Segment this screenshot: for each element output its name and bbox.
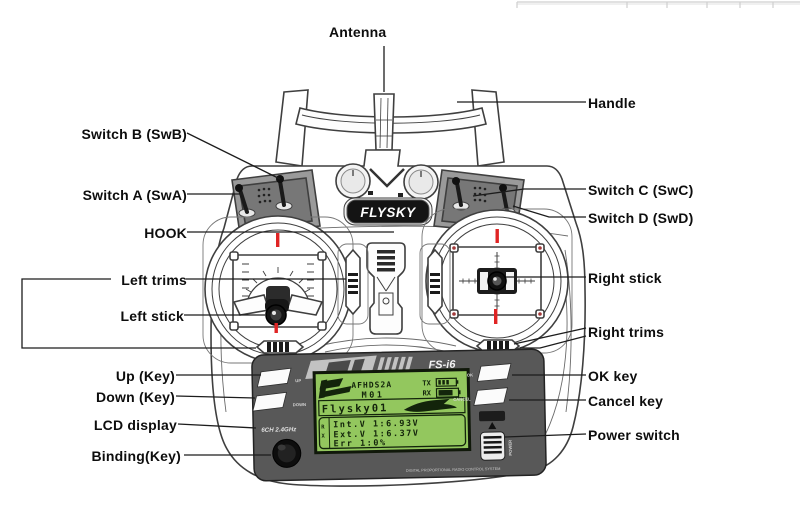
cancel-key-label: CANCEL [453, 396, 471, 401]
control-panel [251, 348, 547, 482]
left-stick-assembly [202, 215, 354, 364]
lcd-screen [312, 368, 472, 455]
lcd-protocol: AFHDS2A [351, 380, 392, 390]
right-vertical-trim [419, 243, 451, 325]
lcd-box-letter-2: X [321, 434, 325, 440]
leader-lines [21, 46, 587, 456]
lcd-row-1: Int.V 1:6.93V [333, 419, 419, 431]
callout-label-up-key: Up (Key) [115, 368, 175, 384]
grip-dots [257, 186, 487, 204]
lcd-model-name: Flysky01 [322, 402, 389, 415]
callout-label-lcd-display: LCD display [93, 417, 177, 433]
panel-bottom-text: DIGITAL PROPORTIONAL RADIO CONTROL SYSTE… [406, 467, 501, 473]
page-crop-artifact [516, 1, 800, 8]
up-key-label: UP [295, 378, 301, 383]
callout-label-cancel-key: Cancel key [588, 393, 664, 409]
stick-center-marks [274, 229, 499, 333]
cancel-key [473, 387, 508, 406]
left-vertical-trim [337, 243, 369, 325]
callout-label-antenna: Antenna [329, 24, 387, 40]
callout-label-binding-key: Binding(Key) [91, 448, 181, 464]
callout-label-left-stick: Left stick [120, 308, 184, 324]
band-label: 6CH 2.4GHz [261, 426, 297, 434]
airplane-icon [403, 398, 457, 412]
down-key-label: DOWN [293, 402, 306, 407]
ok-key-label: OK [467, 372, 473, 377]
callout-label-down-key: Down (Key) [96, 389, 175, 405]
up-key [256, 367, 292, 388]
binding-key [272, 438, 302, 468]
lcd-rx-label: RX [422, 389, 431, 397]
tx-signal-icon [435, 377, 459, 387]
model-text: FS-i6 [428, 359, 456, 372]
lcd-box-letter-1: R [321, 425, 325, 431]
callout-label-right-stick: Right stick [588, 270, 662, 286]
ok-key [476, 363, 512, 382]
power-switch [478, 410, 506, 461]
callout-label-switch-b: Switch B (SwB) [81, 126, 187, 142]
v-ornament [369, 168, 405, 188]
antenna [373, 93, 395, 151]
callout-label-switch-c: Switch C (SwC) [588, 182, 694, 198]
lcd-logo-glyph [318, 378, 352, 399]
model-name-row [318, 397, 466, 417]
power-label: POWER [508, 440, 513, 456]
lcd-row-3: Err 1:0% [333, 438, 386, 449]
callout-label-hook: HOOK [144, 225, 187, 241]
callout-label-handle: Handle [588, 95, 636, 111]
callout-label-switch-a: Switch A (SwA) [82, 187, 187, 203]
left-horizontal-trim [255, 340, 305, 354]
hook-column [366, 242, 406, 335]
callout-label-switch-d: Switch D (SwD) [588, 210, 694, 226]
brand-plate [343, 197, 433, 226]
knob-vrb [403, 164, 439, 200]
right-stick-assembly [421, 208, 573, 354]
callout-label-power-switch: Power switch [588, 427, 680, 443]
lcd-row-2: Ext.V 1:6.37V [333, 429, 419, 441]
down-key [252, 391, 288, 412]
lcd-tx-label: TX [422, 379, 431, 387]
switch-c [452, 177, 470, 211]
brand-text: FLYSKY [360, 205, 417, 220]
knob-vra [335, 163, 371, 199]
callout-label-ok-key: OK key [588, 368, 638, 384]
callout-label-right-trims: Right trims [588, 324, 665, 340]
sensor-box [318, 414, 467, 450]
callout-label-left-trims: Left trims [121, 272, 187, 288]
rx-battery-icon [435, 387, 461, 398]
lcd-memory: M01 [361, 390, 384, 400]
